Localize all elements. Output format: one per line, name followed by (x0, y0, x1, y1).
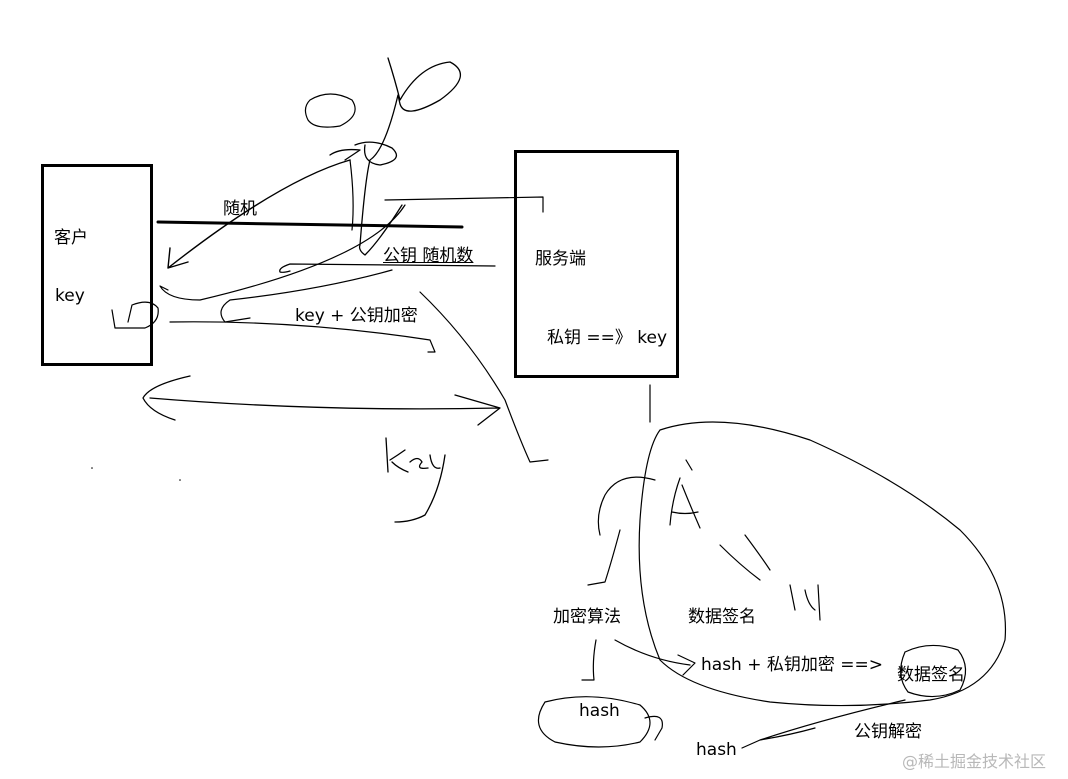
random-label: 随机 (223, 199, 257, 219)
hash-result-label: hash (696, 740, 737, 760)
algorithm-label: 加密算法 (553, 607, 621, 627)
server-title: 服务端 (535, 249, 586, 269)
public-key-return-arrow (279, 263, 496, 273)
long-curve-down (419, 291, 549, 463)
random-curve-arrow (167, 159, 351, 269)
server-box (514, 150, 679, 378)
hash-ellipse (537, 696, 663, 748)
stick-head-oval (304, 93, 356, 128)
stick-leg-curve (349, 159, 354, 231)
algorithm-loop (587, 476, 656, 586)
client-title: 客户 (54, 228, 88, 248)
stick-figure-body (329, 57, 461, 256)
server-private-key-line: 私钥 ==》 key (547, 328, 668, 348)
signature-result-circle (900, 644, 967, 698)
bidirectional-arrow (142, 375, 501, 426)
client-box (41, 164, 153, 366)
key-plus-public-label: key + 公钥加密 (295, 306, 418, 326)
stick-to-client-curve (159, 204, 406, 301)
curve-key-line (220, 269, 393, 323)
decrypt-arrow (741, 699, 906, 749)
signature-result-label: 数据签名 (897, 665, 965, 685)
link-to-server-line (384, 196, 544, 213)
random-bar-line (156, 220, 464, 229)
stray-dot (91, 467, 93, 469)
public-key-random-label: 公钥 随机数 (383, 246, 474, 266)
client-key-marker (111, 301, 159, 329)
watermark-text: @稀土掘金技术社区 (902, 752, 1047, 771)
bubble-squiggle-c (789, 584, 821, 621)
bubble-squiggle-a (669, 477, 701, 529)
hash-label: hash (579, 701, 620, 721)
client-key-label: key (55, 286, 85, 306)
signature-label: 数据签名 (688, 607, 756, 627)
algorithm-to-private-arrow (614, 639, 696, 676)
algorithm-to-hash-line (581, 639, 597, 681)
stray-dot (179, 479, 181, 481)
handwritten-key-strokes (385, 437, 446, 523)
bubble-squiggle-b (685, 459, 771, 581)
signature-bubble (638, 421, 1007, 707)
hash-private-encrypt-label: hash + 私钥加密 ==> (701, 655, 884, 675)
key-plus-public-arrow (169, 321, 436, 353)
public-key-decrypt-label: 公钥解密 (854, 722, 922, 742)
